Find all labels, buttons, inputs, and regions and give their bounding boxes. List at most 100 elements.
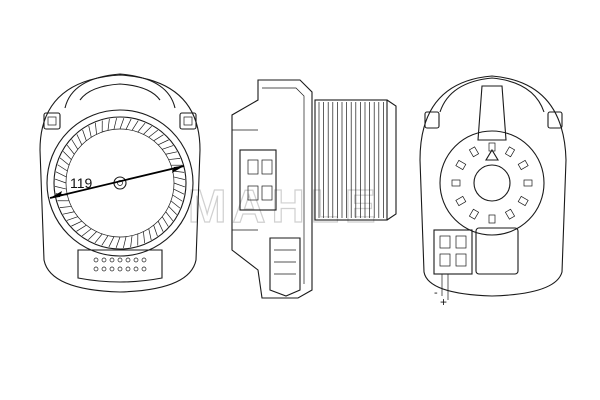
side-view <box>231 79 397 299</box>
fan-blade <box>108 236 115 248</box>
fan-blade <box>119 117 125 130</box>
front-right-tab-hole <box>183 116 193 126</box>
cooling-vent-slot <box>523 179 533 187</box>
fan-blade <box>107 118 110 131</box>
rear-motor-center <box>473 164 511 202</box>
fan-blade <box>88 125 92 138</box>
fan-blade <box>71 139 79 150</box>
front-vent-holes <box>93 257 147 272</box>
front-top-bracket <box>64 73 176 109</box>
front-bottom-panel <box>77 249 163 283</box>
front-left-tab-hole <box>47 116 57 126</box>
vent-hole <box>109 266 115 272</box>
fan-blade <box>143 231 145 244</box>
fan-blade <box>59 206 72 208</box>
fan-blade <box>170 200 181 209</box>
fan-blade <box>101 235 109 246</box>
fan-blade <box>62 211 75 215</box>
fan-blade <box>95 122 97 135</box>
cooling-vent-slot <box>504 146 516 158</box>
rear-motor-ring <box>439 130 545 236</box>
side-connector-pin-1 <box>247 159 259 175</box>
fan-blade <box>55 186 67 190</box>
front-left-tab <box>43 112 61 130</box>
rear-direction-arrow <box>485 148 499 161</box>
fan-blade-inner-ring <box>65 128 175 238</box>
terminal-minus-label: - <box>434 287 438 299</box>
front-fan-blades <box>54 117 186 249</box>
vent-hole <box>117 266 123 272</box>
rear-motor-cooling-vents <box>451 142 533 224</box>
front-fan-ring-outer <box>46 109 194 257</box>
fan-blade <box>71 220 82 227</box>
front-fan-ring-inner <box>53 116 187 250</box>
vent-hole <box>93 266 99 272</box>
fan-blade <box>168 206 178 215</box>
side-housing-plate <box>231 79 313 299</box>
watermark: MAHLE <box>188 180 382 232</box>
fan-blade <box>143 125 152 135</box>
rear-left-tab <box>424 111 440 129</box>
fan-blade <box>55 171 67 178</box>
side-connector-pin-4 <box>261 185 273 201</box>
rear-connector-pin-1 <box>439 235 451 249</box>
fan-blade <box>173 176 185 180</box>
side-cylinder-endcap <box>386 99 397 221</box>
side-connector-pin-2 <box>247 185 259 201</box>
side-connector-pin-3 <box>261 159 273 175</box>
fan-blade <box>158 139 169 146</box>
cooling-vent-slot <box>504 208 516 220</box>
fan-blade <box>76 224 87 232</box>
fan-blade <box>172 194 183 202</box>
vent-hole <box>125 257 131 263</box>
side-fan-cylinder <box>314 99 388 221</box>
side-lower-bracket <box>269 237 301 297</box>
diameter-dimension-line <box>49 165 185 199</box>
rear-lower-block <box>475 227 519 275</box>
fan-blade <box>82 129 87 141</box>
terminal-plus-label: + <box>440 295 447 309</box>
fan-blade <box>113 118 117 130</box>
fan-blade <box>137 122 146 133</box>
vent-hole <box>141 266 147 272</box>
fan-blade <box>131 120 139 131</box>
fan-blade <box>168 158 181 160</box>
rear-connector-pin-2 <box>455 235 467 249</box>
front-housing-outline <box>39 74 201 293</box>
fan-blade <box>66 216 78 221</box>
front-right-tab <box>179 112 197 130</box>
rear-view: - + <box>419 75 567 309</box>
vent-hole <box>141 257 147 263</box>
front-view: 119 <box>39 73 201 293</box>
side-connector-block <box>239 149 277 211</box>
vent-hole <box>117 257 123 263</box>
fan-blade <box>54 178 67 184</box>
rear-top-bracket <box>439 77 545 113</box>
cooling-vent-slot <box>488 214 496 224</box>
fan-blade <box>148 228 152 241</box>
vent-hole <box>101 266 107 272</box>
fan-blade <box>125 118 132 130</box>
fan-blade <box>123 236 127 248</box>
rear-top-duct <box>477 85 507 141</box>
fan-blade <box>62 151 72 160</box>
fan-blade <box>157 221 164 232</box>
dimension-arrow-right <box>172 166 184 173</box>
fan-blade <box>173 188 185 195</box>
front-top-bracket-inner <box>79 83 161 101</box>
fan-blade <box>161 216 169 227</box>
vent-hole <box>133 266 139 272</box>
vent-hole <box>125 266 131 272</box>
fan-blade <box>153 134 164 142</box>
rear-housing-outline <box>419 75 567 297</box>
rear-connector-pin-3 <box>439 253 451 267</box>
cooling-vent-slot <box>517 159 529 171</box>
fan-blade <box>59 157 70 166</box>
fan-blade <box>165 211 174 222</box>
rear-connector-pin-4 <box>455 253 467 267</box>
fan-blade <box>148 129 159 138</box>
cooling-vent-slot <box>517 195 529 207</box>
vent-hole <box>101 257 107 263</box>
cooling-vent-slot <box>451 179 461 187</box>
